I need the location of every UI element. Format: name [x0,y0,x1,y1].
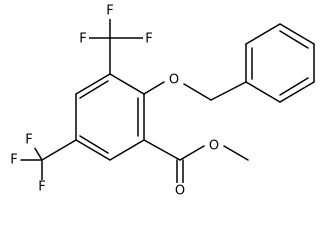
bond-ch2-phenyl [210,81,247,101]
bond-ring-c4-c5 [75,139,111,161]
bond-ring-c6-c1 [75,73,111,95]
chemical-structure: F F F F F F O O O [8,3,315,199]
ester-oxygen-label: O [209,139,219,154]
atom-labels: F F F F F F O O O [8,4,220,199]
bond-o-ether-ch2 [183,83,212,101]
bond-ring-c6-c1-inner [79,80,109,99]
carbonyl-oxygen-label: O [175,184,185,199]
bond-ph-2-3 [245,23,281,45]
fluorine-label: F [25,133,32,148]
bond-ph-5-6 [279,81,315,103]
fluorine-label: F [106,4,113,19]
bond-ph-6-1 [245,81,281,103]
bond-ring-c4-c5-inner [79,135,109,154]
bond-o-ester-methyl [223,145,249,161]
bond-c-o-ester [179,145,205,161]
bond-ring-o-ether [143,81,165,95]
fluorine-label: F [79,32,86,47]
bond-ph-5-6-inner [279,77,309,96]
fluorine-label: F [145,32,152,47]
ether-oxygen-label: O [169,73,179,88]
fluorine-label: F [10,153,17,168]
bond-ph-3-4-inner [279,30,309,49]
bonds [20,13,315,184]
bond-ph-3-4 [279,23,315,45]
bond-ring-c3-c4 [109,139,145,161]
bond-ring-cf3-left [41,139,77,161]
fluorine-label: F [38,180,45,195]
bond-ring-carbonyl-c [143,139,181,161]
bond-ring-c1-c2 [109,73,145,95]
